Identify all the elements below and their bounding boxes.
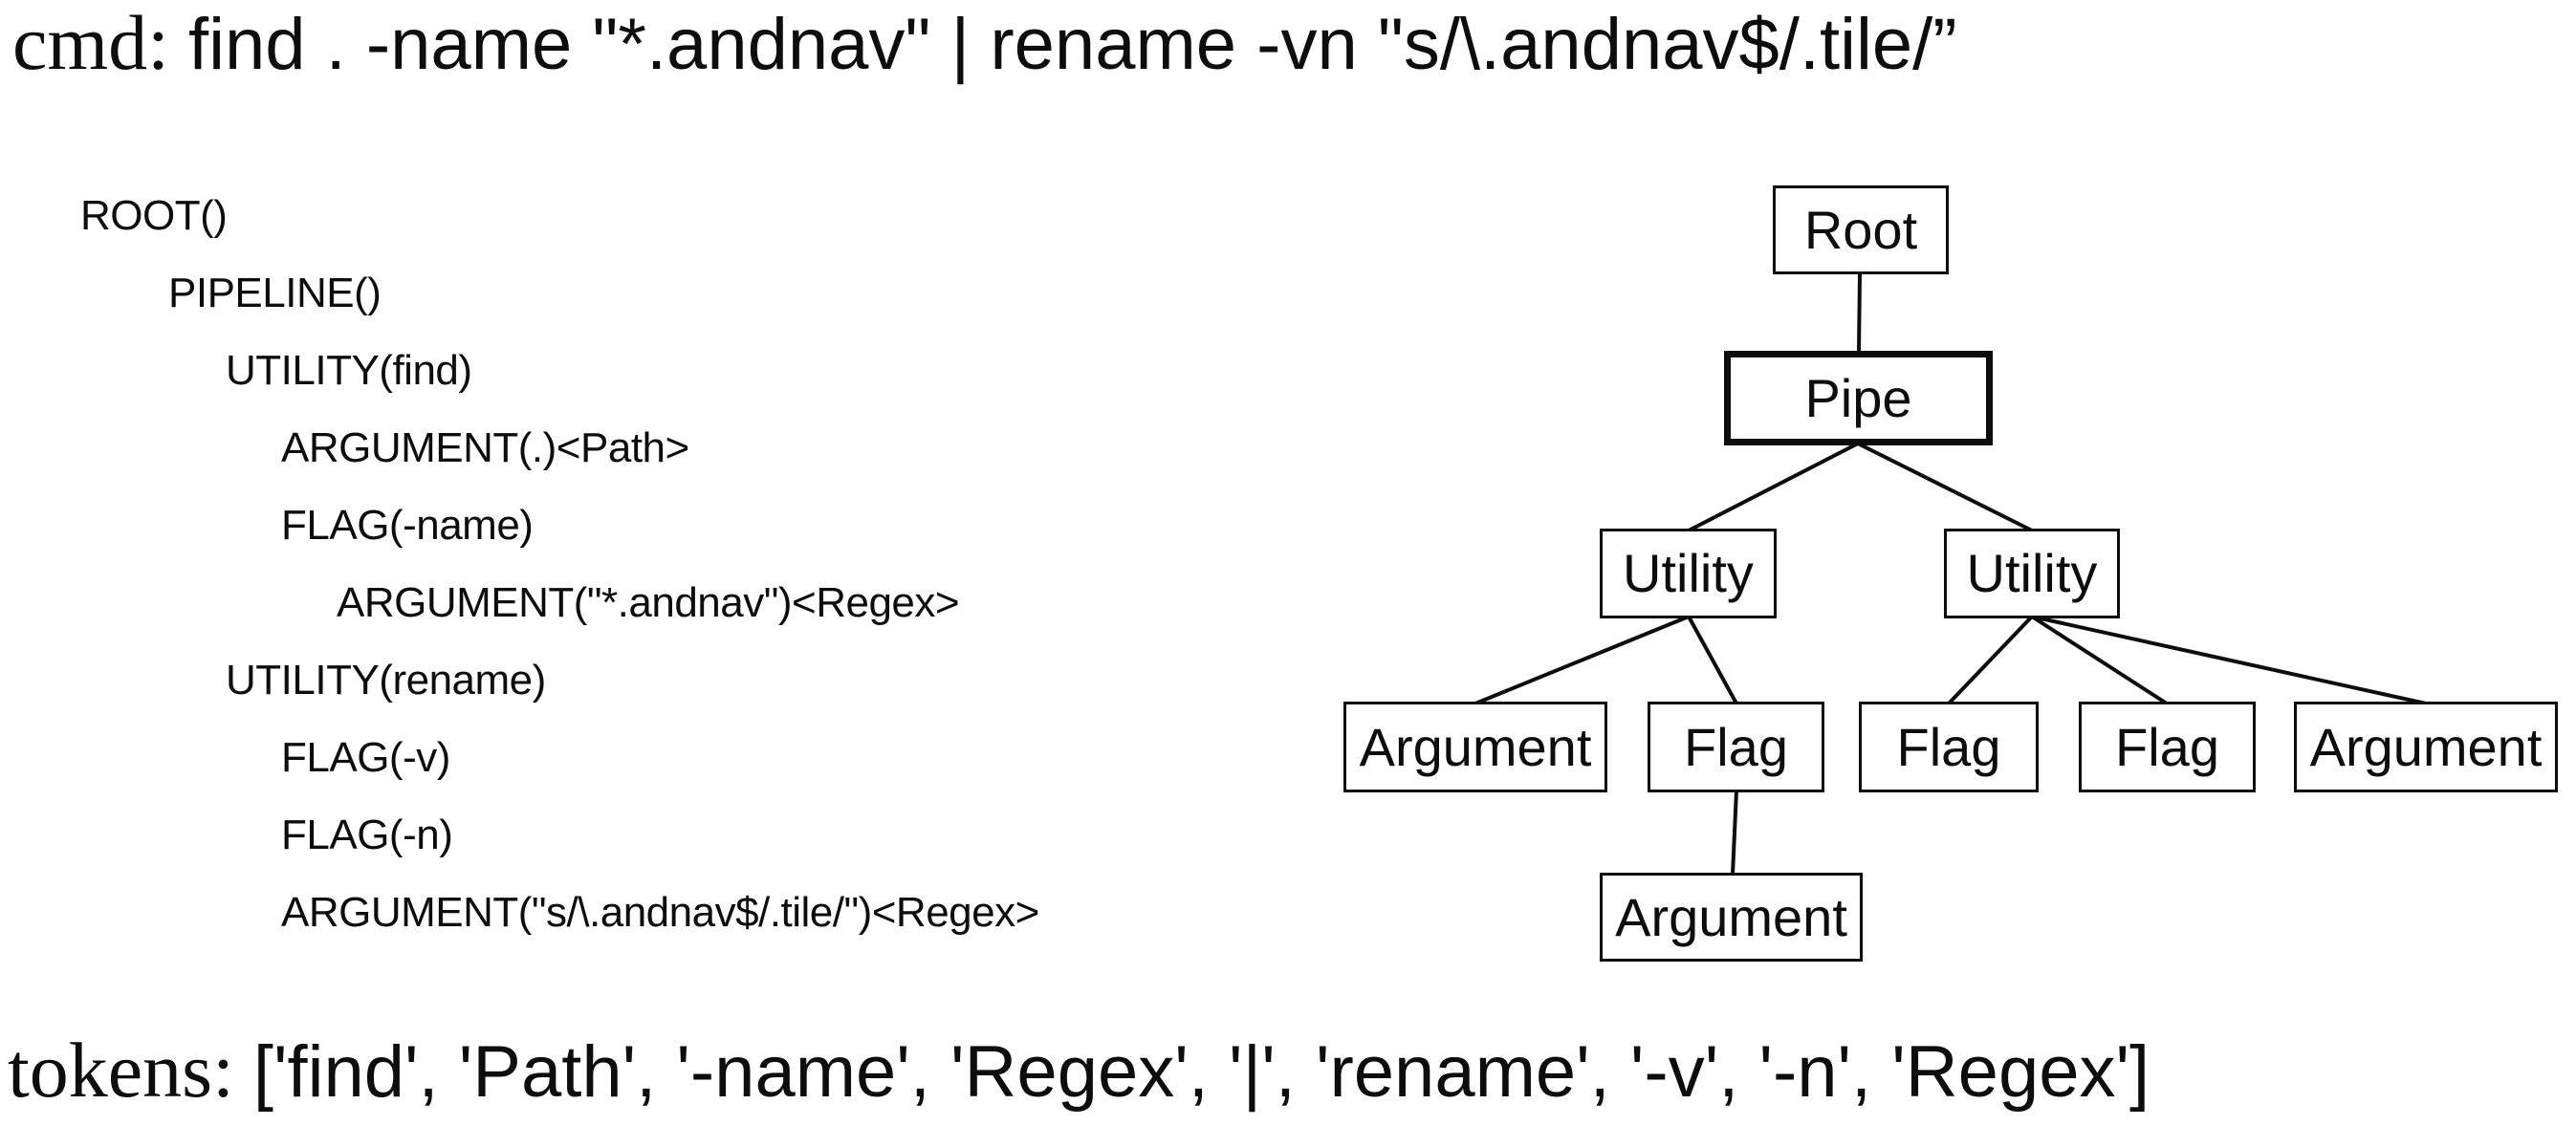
node-flag-v-label: Flag: [1896, 716, 2001, 777]
node-flag-name-label: Flag: [1684, 716, 1788, 777]
edge-flagname-argument: [1731, 790, 1738, 876]
edge-utilityrename-flag-v: [1947, 615, 2034, 705]
node-pipe: Pipe: [1724, 351, 1993, 445]
node-flag-name: Flag: [1648, 702, 1824, 792]
tokens-line: tokens:['find', 'Path', '-name', 'Regex'…: [8, 1031, 2150, 1110]
ast-line-flag-v: FLAG(-v): [281, 734, 450, 781]
node-flag-n-label: Flag: [2115, 716, 2219, 777]
ast-line-pipeline: PIPELINE(): [168, 270, 382, 316]
node-argument-regex-rename-label: Argument: [2309, 716, 2543, 777]
node-utility-find: Utility: [1600, 529, 1777, 618]
edge-utilityfind-argument: [1474, 615, 1690, 705]
node-root-label: Root: [1803, 199, 1918, 260]
tokens-label: tokens:: [8, 1027, 234, 1114]
ast-line-utility-find: UTILITY(find): [226, 347, 472, 394]
ast-line-flag-n: FLAG(-n): [281, 812, 453, 858]
cmd-line: cmd:find . -name "*.andnav" | rename -vn…: [12, 4, 1957, 82]
node-argument-regex-rename: Argument: [2294, 702, 2558, 792]
node-utility-rename: Utility: [1944, 529, 2120, 618]
cmd-label: cmd:: [12, 0, 169, 86]
ast-line-utility-rename: UTILITY(rename): [226, 657, 546, 704]
node-flag-v: Flag: [1859, 702, 2039, 792]
edge-utilityrename-argument: [2031, 615, 2427, 705]
ast-line-argument-path: ARGUMENT(.)<Path>: [281, 424, 689, 471]
ast-line-argument-regex1: ARGUMENT("*.andnav")<Regex>: [337, 579, 960, 626]
node-argument-path-label: Argument: [1359, 716, 1592, 777]
edge-utilityrename-flag-n: [2030, 615, 2169, 705]
node-flag-n: Flag: [2079, 702, 2256, 792]
node-root: Root: [1773, 185, 1949, 274]
node-utility-find-label: Utility: [1623, 543, 1754, 603]
cmd-command-text: find . -name "*.andnav" | rename -vn "s/…: [187, 4, 1957, 85]
tokens-value: ['find', 'Path', '-name', 'Regex', '|', …: [252, 1031, 2150, 1113]
node-argument-regex-find-label: Argument: [1615, 886, 1847, 947]
edge-pipe-utility-find: [1688, 442, 1859, 532]
node-argument-path: Argument: [1343, 702, 1607, 792]
node-argument-regex-find: Argument: [1600, 873, 1863, 962]
node-utility-rename-label: Utility: [1966, 543, 2098, 603]
ast-line-flag-name: FLAG(-name): [281, 502, 534, 549]
edge-root-pipe: [1857, 273, 1862, 353]
edge-pipe-utility-rename: [1857, 442, 2033, 532]
ast-line-root: ROOT(): [80, 192, 228, 239]
ast-line-argument-regex2: ARGUMENT("s/\.andnav$/.tile/")<Regex>: [281, 889, 1039, 936]
edge-utilityfind-flag: [1687, 616, 1738, 704]
node-pipe-label: Pipe: [1804, 367, 1912, 428]
